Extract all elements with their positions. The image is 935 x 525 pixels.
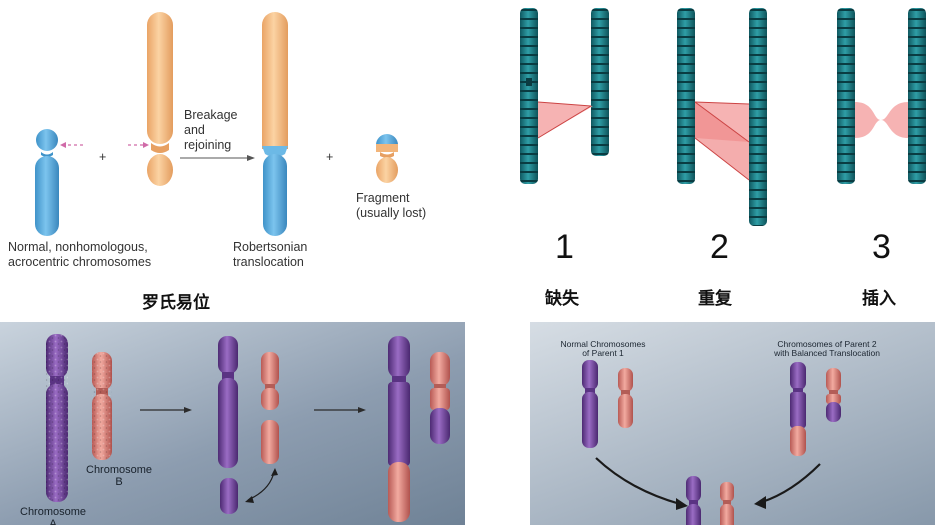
item-number-2: 2 [710, 228, 729, 266]
structural-diagram [520, 8, 926, 226]
parent2-label: Chromosomes of Parent 2 with Balanced Tr… [774, 339, 880, 358]
parent1-label: Normal Chromosomes of Parent 1 [560, 339, 646, 358]
fragment-label: Fragment (usually lost) [356, 191, 427, 220]
robertsonian-caption: 罗氏易位 [142, 293, 210, 313]
exchange-arrow [247, 471, 275, 501]
item-number-1: 1 [555, 228, 574, 266]
plus-sign: + [99, 150, 107, 164]
inheritance-diagram [582, 360, 841, 525]
duplication-diagram [677, 8, 767, 226]
chromosome-b-label: Chromosome B [86, 464, 153, 488]
deletion-diagram [520, 8, 609, 184]
chromosome-b-original [92, 352, 112, 460]
inheritance-arrow-left [595, 457, 681, 506]
blue-acrocentric-chromosome [35, 129, 59, 236]
parent1-chromosomes [582, 360, 633, 448]
chromosome-a-broken [218, 336, 238, 514]
inheritance-arrow-right [761, 463, 821, 504]
chromosome-b-derivative [430, 352, 450, 444]
robertsonian-label: Robertsonian translocation [233, 240, 308, 269]
orange-acrocentric-chromosome [147, 12, 173, 186]
fragment-chromosome [376, 134, 398, 183]
insertion-caption: 插入 [862, 289, 896, 309]
normal-chromosomes-label: Normal, nonhomologous, acrocentric chrom… [8, 240, 152, 269]
chromosome-b-broken [261, 352, 279, 464]
chromosome-a-label: Chromosome A [20, 506, 87, 525]
insertion-diagram [837, 8, 926, 184]
reciprocal-diagram [46, 334, 450, 522]
chromosome-a-derivative [388, 336, 410, 522]
plus-sign: + [326, 150, 334, 164]
chromosome-a-original [46, 334, 68, 502]
robertsonian-diagram [35, 12, 398, 236]
robertsonian-translocation-chromosome [262, 12, 288, 236]
parent2-chromosomes [790, 362, 841, 456]
duplication-caption: 重复 [698, 289, 732, 309]
deletion-caption: 缺失 [545, 289, 579, 309]
offspring-chromosomes [686, 476, 734, 525]
breakage-label: Breakage and rejoining [184, 108, 238, 152]
item-number-3: 3 [872, 228, 891, 266]
reciprocal-translocation-panel: Chromosome B Chromosome A [0, 322, 465, 525]
inheritance-panel: Normal Chromosomes of Parent 1 Chromosom… [530, 322, 935, 525]
